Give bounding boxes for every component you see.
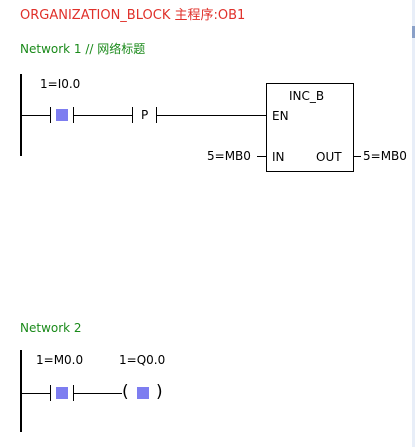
network-1-title: Network 1 // 网络标题: [20, 42, 146, 56]
network-1-contact-address[interactable]: 1=I0.0: [40, 77, 81, 91]
wire: [22, 393, 50, 394]
vertical-scrollbar[interactable]: [412, 0, 415, 447]
contact-left-bar: [50, 107, 51, 123]
contact-right-bar: [73, 107, 74, 123]
coil-close-paren: ): [156, 382, 163, 402]
wire: [257, 156, 266, 157]
wire: [74, 115, 132, 116]
inc-b-function-block[interactable]: INC_B EN IN OUT: [266, 83, 354, 172]
network-2-power-rail: [20, 350, 22, 432]
edge-contact-left-bar: [132, 107, 133, 123]
network-1-power-rail: [20, 74, 22, 156]
wire: [157, 115, 266, 116]
coil-operand-placeholder[interactable]: [137, 387, 149, 399]
contact-right-bar: [73, 385, 74, 401]
edge-contact-label: P: [141, 108, 149, 122]
network-2-coil-address[interactable]: 1=Q0.0: [119, 353, 166, 367]
block-out-pin[interactable]: OUT: [316, 150, 342, 164]
scrollbar-thumb[interactable]: [412, 26, 415, 38]
coil-open-paren: (: [122, 382, 129, 402]
block-name: INC_B: [289, 89, 325, 103]
wire: [353, 156, 361, 157]
network-2-title: Network 2: [20, 321, 82, 335]
contact-operand-placeholder[interactable]: [56, 109, 68, 121]
page-title: ORGANIZATION_BLOCK 主程序:OB1: [20, 8, 246, 23]
contact-operand-placeholder[interactable]: [56, 387, 68, 399]
contact-left-bar: [50, 385, 51, 401]
block-in-operand[interactable]: 5=MB0: [207, 149, 251, 163]
wire: [74, 393, 122, 394]
block-out-operand[interactable]: 5=MB0: [363, 149, 407, 163]
block-in-pin[interactable]: IN: [272, 150, 285, 164]
network-2-contact-address[interactable]: 1=M0.0: [36, 353, 84, 367]
wire: [22, 115, 50, 116]
block-en-pin[interactable]: EN: [272, 109, 289, 123]
edge-contact-right-bar: [156, 107, 157, 123]
